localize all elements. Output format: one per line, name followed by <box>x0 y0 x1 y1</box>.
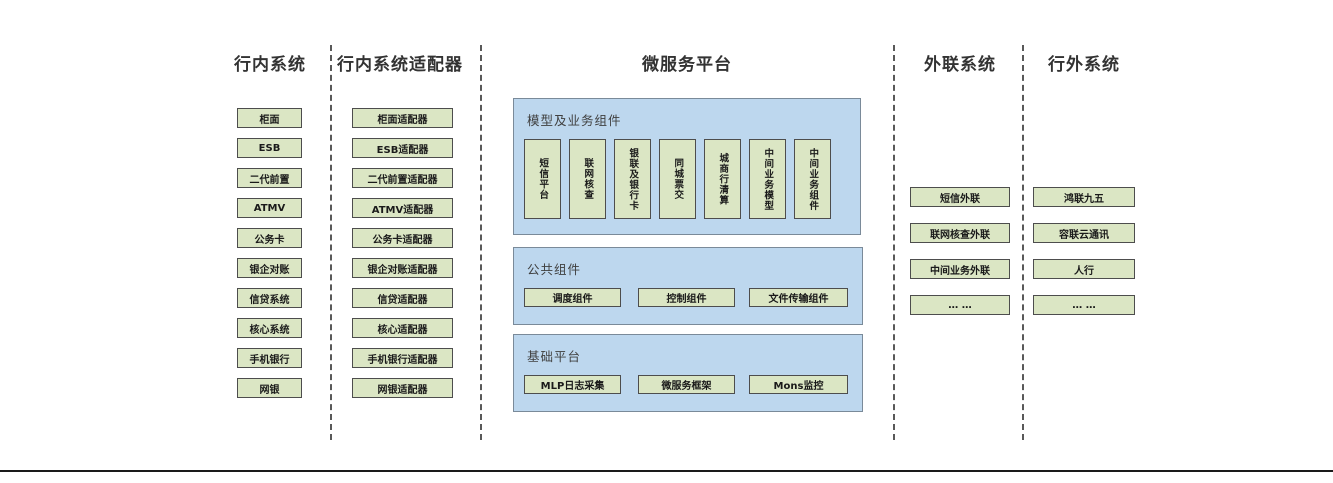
external-link-box: 中间业务外联 <box>910 259 1010 279</box>
panel-label: 模型及业务组件 <box>527 113 622 128</box>
external-link-box: 联网核查外联 <box>910 223 1010 243</box>
system-box: 柜面 <box>237 108 302 128</box>
external-link-box: 短信外联 <box>910 187 1010 207</box>
adapter-box: 二代前置适配器 <box>352 168 453 188</box>
system-box: 银企对账 <box>237 258 302 278</box>
component-box: 城商行清算 <box>704 139 741 219</box>
system-box: ESB <box>237 138 302 158</box>
component-box: 同城票交 <box>659 139 696 219</box>
component-box: 中间业务组件 <box>794 139 831 219</box>
internal-systems-column: 柜面 ESB 二代前置 ATMV 公务卡 银企对账 信贷系统 核心系统 手机银行… <box>237 108 302 408</box>
adapter-box: 银企对账适配器 <box>352 258 453 278</box>
dashed-separator-3 <box>893 45 895 440</box>
adapter-box: ATMV适配器 <box>352 198 453 218</box>
adapter-box: 柜面适配器 <box>352 108 453 128</box>
panel-model-business-components: 模型及业务组件 短信平台 联网核查 银联及银行卡 同城票交 城商行清算 中间业务… <box>513 98 861 235</box>
column-title-internal-adapters: 行内系统适配器 <box>337 55 463 75</box>
system-box: 手机银行 <box>237 348 302 368</box>
adapter-box: 信贷适配器 <box>352 288 453 308</box>
dashed-separator-2 <box>480 45 482 440</box>
panel-public-components: 公共组件 调度组件 控制组件 文件传输组件 <box>513 247 863 325</box>
panel-base-platform: 基础平台 MLP日志采集 微服务框架 Mons监控 <box>513 334 863 412</box>
system-box: 网银 <box>237 378 302 398</box>
adapter-box: 公务卡适配器 <box>352 228 453 248</box>
vertical-component-row: 短信平台 联网核查 银联及银行卡 同城票交 城商行清算 中间业务模型 中间业务组… <box>524 139 831 219</box>
adapter-box: 手机银行适配器 <box>352 348 453 368</box>
outside-system-box: 人行 <box>1033 259 1135 279</box>
bottom-divider-line <box>0 470 1333 472</box>
panel-label: 基础平台 <box>527 349 582 364</box>
component-box: 控制组件 <box>638 288 735 307</box>
system-box: 信贷系统 <box>237 288 302 308</box>
outside-system-box: … … <box>1033 295 1135 315</box>
component-box: 微服务框架 <box>638 375 735 394</box>
component-box: 文件传输组件 <box>749 288 848 307</box>
column-title-external-link-systems: 外联系统 <box>924 55 996 75</box>
external-link-box: … … <box>910 295 1010 315</box>
component-box: Mons监控 <box>749 375 848 394</box>
panel-label: 公共组件 <box>527 262 582 277</box>
column-title-internal-systems: 行内系统 <box>234 55 306 75</box>
adapter-box: 网银适配器 <box>352 378 453 398</box>
system-box: 公务卡 <box>237 228 302 248</box>
outside-system-box: 容联云通讯 <box>1033 223 1135 243</box>
component-box: MLP日志采集 <box>524 375 621 394</box>
adapter-box: ESB适配器 <box>352 138 453 158</box>
dashed-separator-1 <box>330 45 332 440</box>
column-title-outside-systems: 行外系统 <box>1048 55 1120 75</box>
system-box: 二代前置 <box>237 168 302 188</box>
internal-adapters-column: 柜面适配器 ESB适配器 二代前置适配器 ATMV适配器 公务卡适配器 银企对账… <box>352 108 453 408</box>
component-box: 联网核查 <box>569 139 606 219</box>
component-box: 银联及银行卡 <box>614 139 651 219</box>
external-link-column: 短信外联 联网核查外联 中间业务外联 … … <box>910 187 1010 331</box>
adapter-box: 核心适配器 <box>352 318 453 338</box>
outside-systems-column: 鸿联九五 容联云通讯 人行 … … <box>1033 187 1135 331</box>
system-box: ATMV <box>237 198 302 218</box>
component-box: 中间业务模型 <box>749 139 786 219</box>
component-box: 调度组件 <box>524 288 621 307</box>
system-box: 核心系统 <box>237 318 302 338</box>
outside-system-box: 鸿联九五 <box>1033 187 1135 207</box>
component-box: 短信平台 <box>524 139 561 219</box>
column-title-microservice-platform: 微服务平台 <box>642 55 732 75</box>
dashed-separator-4 <box>1022 45 1024 440</box>
